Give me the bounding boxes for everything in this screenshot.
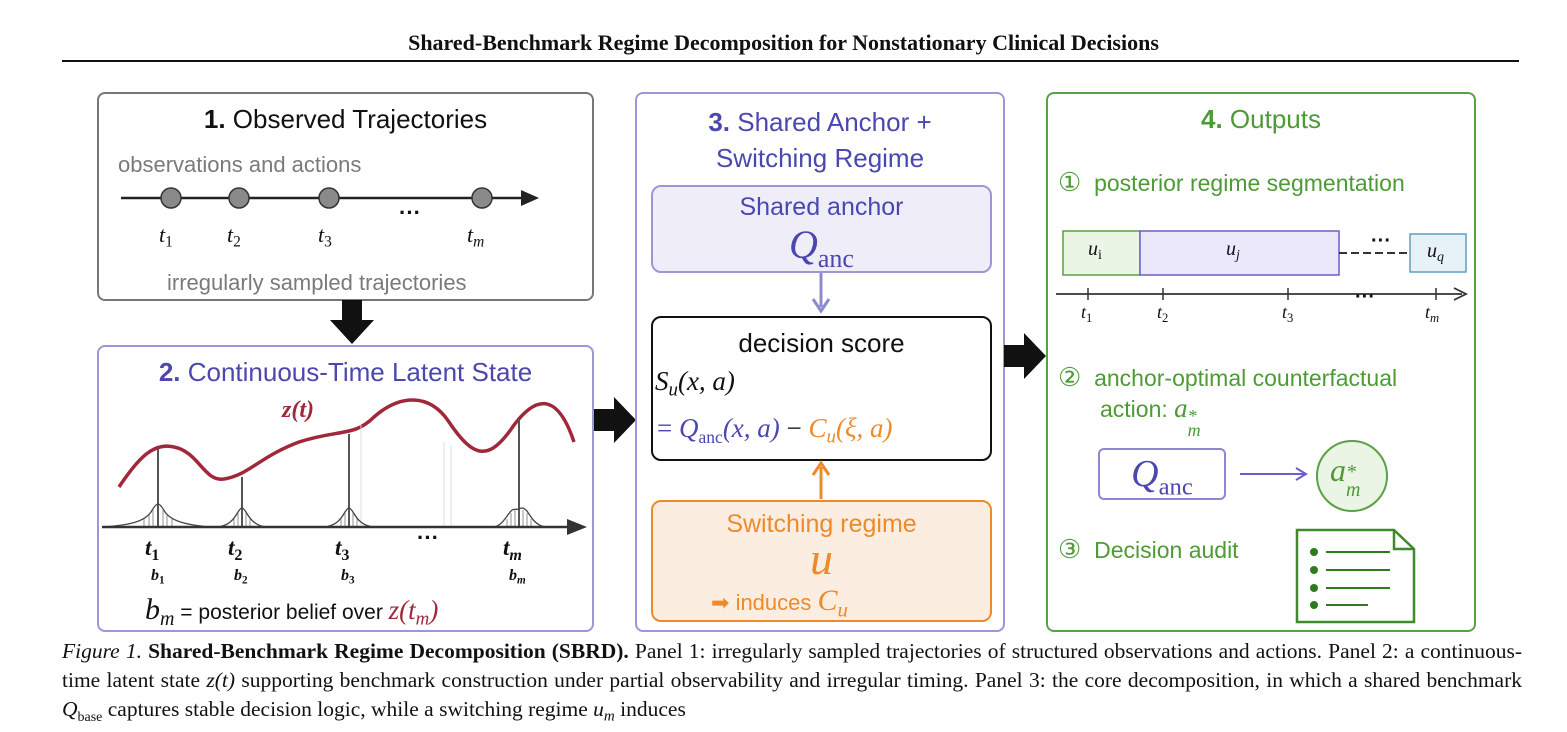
output-item-segmentation: ① posterior regime segmentation [1058,167,1405,197]
observation-point [228,187,250,209]
action-circle [1316,440,1388,512]
caption-q-base: Qbase [62,697,103,725]
latent-tick-t1: t1 [145,535,160,564]
output-ellipsis: ··· [1355,286,1375,308]
panel-shared-anchor: 3. Shared Anchor + Switching Regime Shar… [635,92,1005,632]
observation-point [318,187,340,209]
switching-regime-label: Switching regime [726,510,917,538]
regime-arrow-icon [811,460,831,499]
caption-figure-label: Figure 1. [62,639,142,663]
right-arrow-icon: ➡ [711,590,730,615]
belief-distributions [103,503,546,528]
panel1-ellipsis: ··· [399,200,421,225]
panel3-title: 3. Shared Anchor + Switching Regime [637,104,1003,176]
observation-point [471,187,493,209]
output-tick-tm: tm [1425,302,1440,325]
timeline-arrowhead [521,190,539,206]
caption-bold-title: Shared-Benchmark Regime Decomposition (S… [148,639,629,663]
segmentation-timeline [1056,230,1469,301]
panel1-footer: irregularly sampled trajectories [167,270,467,295]
anchor-arrow-icon [811,273,831,314]
panel2-title: 2. Continuous-Time Latent State [99,357,592,388]
panel2-footer: bm = posterior belief over z(tm) [145,593,439,630]
panel4-number: 4. [1201,104,1223,134]
latent-ellipsis: ··· [417,525,439,550]
panel-observed-trajectories: 1. Observed Trajectories observations an… [97,92,594,301]
switching-regime-symbol: u [810,533,833,584]
panel1-subtitle: observations and actions [118,152,362,177]
tick-tm: tm [467,222,485,251]
segment-ui-label: ui [1088,238,1102,264]
panel-outputs: 4. Outputs ① posterior regime segmentati… [1046,92,1476,632]
panel3-title-line2: Switching Regime [715,143,925,173]
shared-anchor-label: Shared anchor [739,193,904,221]
belief-b2: b2 [234,567,248,587]
marker-one-icon: ① [1058,167,1082,197]
panel4-title: 4. Outputs [1048,104,1474,135]
latent-curve [117,398,576,488]
belief-hatching [143,509,532,527]
audit-document-icon [1295,528,1416,624]
decision-score-box: decision score Su(x, a) = Qanc(x, a) − C… [651,316,992,461]
belief-bm: bm [509,567,526,587]
segment-ui [1062,230,1141,276]
shared-anchor-box: Shared anchor Qanc [651,185,992,273]
curve-label: z(t) [282,397,314,423]
latent-state-plot [102,398,587,535]
tick-t3: t3 [318,222,332,251]
decision-score-rhs: = Qanc(x, a) − Cu(ξ, a) [657,413,893,448]
axis-arrowhead [567,519,587,535]
figure-title: Shared-Benchmark Regime Decomposition fo… [408,30,1159,55]
panel1-timeline [121,187,539,209]
panel-latent-state: 2. Continuous-Time Latent State z(t) t1 … [97,345,594,632]
output-tick-t2: t2 [1157,302,1169,325]
marker-two-icon: ② [1058,362,1082,392]
segment-uq [1409,233,1467,273]
decision-score-lhs: Su(x, a) [655,366,735,401]
output-item-counterfactual: ② anchor-optimal counterfactual action: … [1058,362,1398,440]
output-item-audit: ③ Decision audit [1058,534,1239,564]
panel1-title: 1. Observed Trajectories [99,104,592,135]
figure-caption: Figure 1. Shared-Benchmark Regime Decomp… [62,639,1523,725]
arrow-down-icon [330,300,374,344]
output-tick-t1: t1 [1081,302,1093,325]
observation-point [160,187,182,209]
action-symbol: a*m [1330,452,1361,501]
belief-b1: b1 [151,567,165,587]
segment-ellipsis: ··· [1371,230,1391,252]
panel2-title-text: Continuous-Time Latent State [187,357,533,387]
panel1-number: 1. [203,104,226,134]
panel3-number: 3. [708,107,731,137]
q-anc-symbol: Qanc [1131,453,1193,501]
latent-tick-tm: tm [503,535,522,564]
tick-t1: t1 [159,222,173,251]
panel4-title-text: Outputs [1229,104,1321,134]
segment-uj [1139,230,1340,276]
belief-b3: b3 [341,567,355,587]
counterfactual-arrow-icon [1240,467,1308,481]
panel2-number: 2. [158,357,181,387]
arrow-right-icon [1004,333,1046,379]
tick-t2: t2 [227,222,241,251]
induces-line: ➡ induces Cu [711,584,849,622]
latent-tick-t2: t2 [228,535,243,564]
title-rule [62,60,1519,62]
panel3-title-line1: Shared Anchor + [737,107,932,137]
axis-arrowhead [1453,287,1469,301]
output-tick-t3: t3 [1282,302,1294,325]
latent-tick-t3: t3 [335,535,350,564]
segment-uj-label: uj [1226,238,1240,264]
segment-uq-label: uq [1427,240,1444,266]
q-anc-box: Qanc [1098,448,1226,501]
decision-score-label: decision score [738,328,905,358]
marker-three-icon: ③ [1058,534,1082,564]
switching-regime-box: Switching regime u ➡ induces Cu [651,500,992,622]
arrow-right-icon [594,397,636,443]
panel1-title-text: Observed Trajectories [232,104,488,134]
shared-anchor-symbol: Qanc [789,222,854,274]
